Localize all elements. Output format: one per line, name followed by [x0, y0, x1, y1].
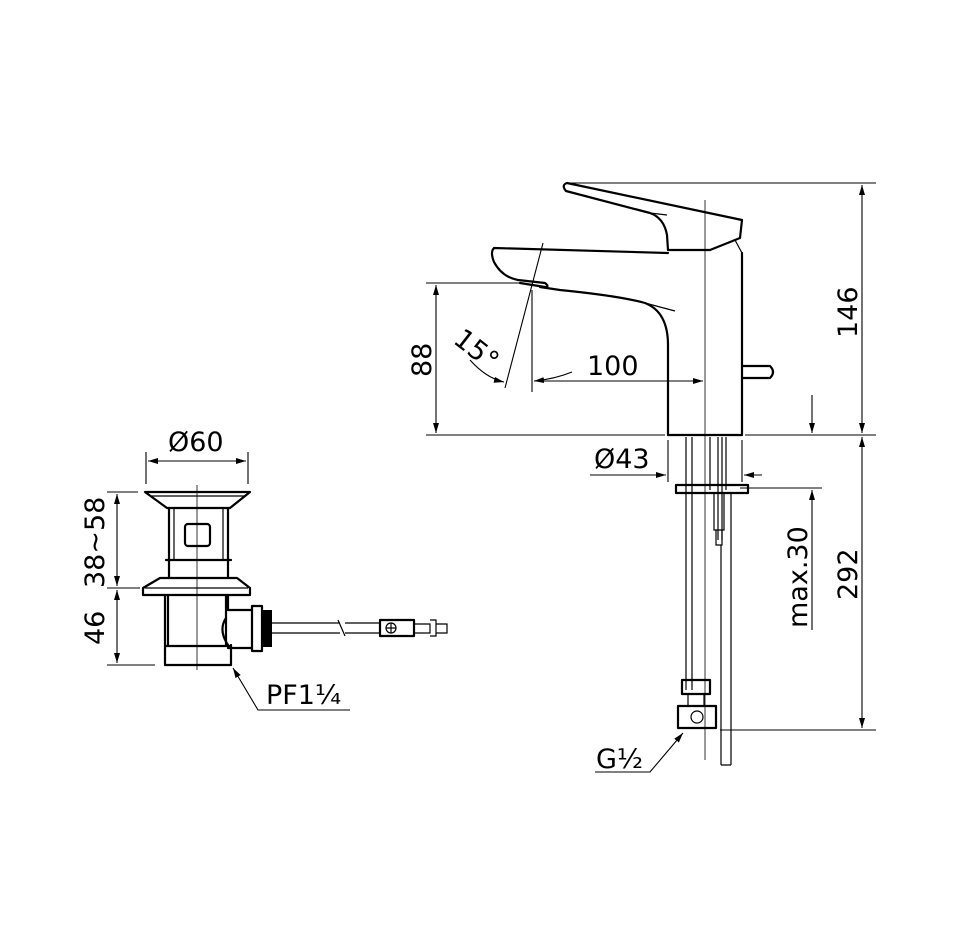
dim-drain-diameter: Ø60	[168, 427, 224, 458]
dim-spout-angle: 15°	[448, 323, 505, 377]
dim-drain-lower-height: 46	[80, 611, 111, 645]
lever-handle	[562, 181, 744, 252]
dim-max-counter-thickness: max.30	[783, 526, 814, 628]
drain-window	[183, 522, 212, 548]
drain-ring	[141, 576, 252, 597]
dim-drain-upper-height: 38~58	[80, 497, 111, 588]
dim-spout-height: 88	[407, 343, 438, 377]
dim-spout-reach: 100	[587, 351, 639, 382]
drain-upper-body	[164, 506, 233, 580]
outlet-nut	[262, 610, 272, 647]
outlet-thread-label: PF1¼	[266, 680, 341, 711]
drain-flange	[143, 490, 252, 510]
dim-hose-length: 292	[833, 548, 864, 600]
dim-base-diameter: Ø43	[594, 444, 650, 475]
hose-nut	[680, 678, 712, 696]
hose-connector	[676, 704, 718, 730]
drain-side-outlet	[221, 608, 254, 650]
faucet-body	[538, 285, 670, 437]
hose-thread-label: G½	[596, 744, 643, 775]
spout	[490, 246, 670, 289]
faucet-body-right	[666, 251, 744, 437]
mounting-washer	[674, 483, 750, 495]
faucet-drawing: 146 88 15° 100 Ø43 max.30 292 G½	[407, 181, 876, 775]
drain-lower-body	[163, 593, 233, 667]
dim-total-height: 146	[833, 286, 864, 338]
popup-rod	[740, 364, 775, 380]
drain-drawing: Ø60 38~58 46 PF1¼	[80, 427, 448, 711]
popup-linkage	[378, 618, 416, 638]
